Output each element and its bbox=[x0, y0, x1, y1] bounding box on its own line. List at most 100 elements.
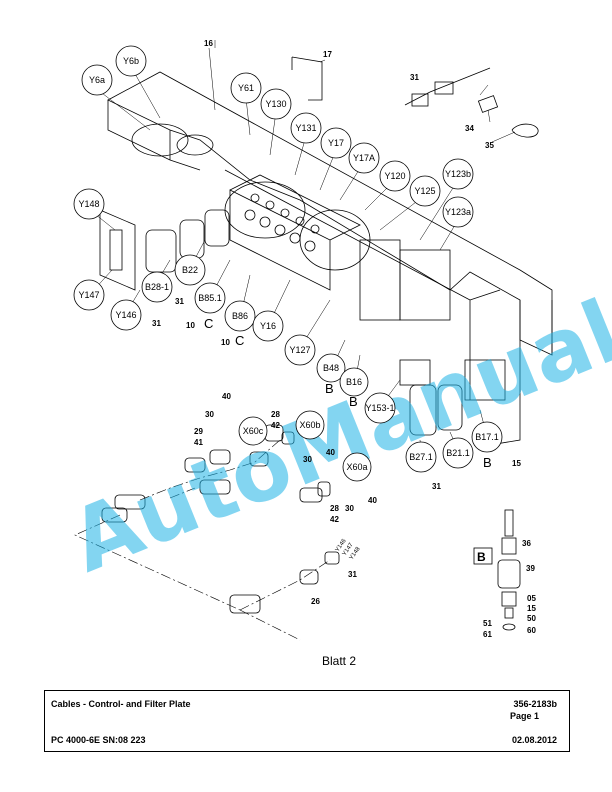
bubble-y123a: Y123a bbox=[442, 196, 474, 228]
frame-outline bbox=[107, 71, 553, 356]
svg-text:Y17: Y17 bbox=[328, 138, 344, 148]
svg-text:Y6b: Y6b bbox=[123, 56, 139, 66]
part-15: 15 bbox=[512, 459, 521, 468]
title-block: Cables - Control- and Filter Plate 356-2… bbox=[44, 690, 570, 752]
svg-text:Y61: Y61 bbox=[238, 83, 254, 93]
bubble-y147: Y147 bbox=[73, 279, 105, 311]
sheet-label: Blatt 2 bbox=[322, 654, 357, 668]
bubble-y17a: Y17A bbox=[348, 142, 380, 174]
part-60: 60 bbox=[527, 626, 536, 635]
part-40-a: 40 bbox=[222, 392, 231, 401]
bubble-b86: B86 bbox=[224, 300, 256, 332]
bubble-b28-1: B28-1 bbox=[141, 271, 173, 303]
bubble-b17-1: B17.1 bbox=[471, 421, 503, 453]
svg-text:B17.1: B17.1 bbox=[475, 432, 499, 442]
part-10-b86: 10 bbox=[221, 338, 230, 347]
bubble-y123b: Y123b bbox=[442, 158, 474, 190]
part-28-a: 28 bbox=[271, 410, 280, 419]
svg-text:Y123b: Y123b bbox=[445, 169, 471, 179]
bubble-y125: Y125 bbox=[409, 175, 441, 207]
svg-text:X60c: X60c bbox=[243, 426, 264, 436]
svg-text:Y125: Y125 bbox=[414, 186, 435, 196]
bubble-y148: Y148 bbox=[73, 188, 105, 220]
part-31-b22: 31 bbox=[175, 297, 184, 306]
svg-text:Y17A: Y17A bbox=[353, 153, 375, 163]
svg-text:B85.1: B85.1 bbox=[198, 293, 222, 303]
part-39: 39 bbox=[526, 564, 535, 573]
part-17: 17 bbox=[323, 50, 332, 59]
bubble-b27-1: B27.1 bbox=[405, 441, 437, 473]
svg-text:B16: B16 bbox=[346, 377, 362, 387]
detail-box-b bbox=[473, 547, 493, 565]
detail-letter-b-2: B bbox=[349, 394, 358, 409]
issue-date: 02.08.2012 bbox=[511, 735, 557, 745]
part-50: 50 bbox=[527, 614, 536, 623]
svg-text:Y153-1: Y153-1 bbox=[365, 403, 394, 413]
part-31-harness: 31 bbox=[348, 570, 357, 579]
part-31-filters: 31 bbox=[432, 482, 441, 491]
bubble-b22: B22 bbox=[174, 254, 206, 286]
bubble-y130: Y130 bbox=[260, 88, 292, 120]
detail-letter-c-1: C bbox=[204, 316, 213, 331]
bubble-y131: Y131 bbox=[290, 112, 322, 144]
filter-left-3 bbox=[204, 209, 230, 247]
svg-text:X60a: X60a bbox=[346, 462, 367, 472]
bubble-b21-1: B21.1 bbox=[442, 437, 474, 469]
part-16: 16 bbox=[204, 39, 213, 48]
page-number: Page 1 bbox=[509, 711, 539, 721]
bubble-x60a: X60a bbox=[342, 452, 372, 482]
part-29: 29 bbox=[194, 427, 203, 436]
bubble-b85-1: B85.1 bbox=[194, 282, 226, 314]
part-41: 41 bbox=[194, 438, 203, 447]
part-31-b28: 31 bbox=[152, 319, 161, 328]
svg-text:B48: B48 bbox=[323, 363, 339, 373]
machine-model: PC 4000-6E SN:08 223 bbox=[51, 735, 146, 745]
bubble-y120: Y120 bbox=[379, 160, 411, 192]
bubble-b48: B48 bbox=[316, 353, 346, 383]
svg-text:X60b: X60b bbox=[299, 420, 320, 430]
svg-text:Y127: Y127 bbox=[289, 345, 310, 355]
part-35: 35 bbox=[485, 141, 494, 150]
part-40-c: 40 bbox=[368, 496, 377, 505]
svg-text:B28-1: B28-1 bbox=[145, 282, 169, 292]
part-05: 05 bbox=[527, 594, 536, 603]
part-26: 26 bbox=[311, 597, 320, 606]
bubble-b16: B16 bbox=[339, 367, 369, 397]
bubble-y6a: Y6a bbox=[81, 64, 113, 96]
bubble-y61: Y61 bbox=[230, 72, 262, 104]
svg-text:Y123a: Y123a bbox=[445, 207, 471, 217]
svg-text:Y146: Y146 bbox=[115, 310, 136, 320]
valve-block bbox=[229, 189, 331, 291]
detail-letter-b-1: B bbox=[325, 381, 334, 396]
filter-right-2 bbox=[437, 384, 463, 431]
svg-text:Y147: Y147 bbox=[78, 290, 99, 300]
svg-text:Y131: Y131 bbox=[295, 123, 316, 133]
svg-text:Y6a: Y6a bbox=[89, 75, 105, 85]
bubble-y17: Y17 bbox=[320, 127, 352, 159]
detail-letter-b-3: B bbox=[483, 455, 492, 470]
bubble-y153-1: Y153-1 bbox=[364, 392, 396, 424]
part-30-a: 30 bbox=[205, 410, 214, 419]
svg-text:B86: B86 bbox=[232, 311, 248, 321]
drawing-title: Cables - Control- and Filter Plate bbox=[51, 699, 191, 709]
svg-text:Y16: Y16 bbox=[260, 321, 276, 331]
bubble-y146: Y146 bbox=[110, 299, 142, 331]
svg-text:B27.1: B27.1 bbox=[409, 452, 433, 462]
detail-letter-c-2: C bbox=[235, 333, 244, 348]
part-28-b: 28 bbox=[330, 504, 339, 513]
filter-left-1 bbox=[145, 229, 177, 273]
bubble-x60b: X60b bbox=[295, 410, 325, 440]
part-15-b: 15 bbox=[527, 604, 536, 613]
part-40-b: 40 bbox=[326, 448, 335, 457]
svg-text:B21.1: B21.1 bbox=[446, 448, 470, 458]
part-30-c: 30 bbox=[345, 504, 354, 513]
part-42-b: 42 bbox=[330, 515, 339, 524]
doc-number: 356-2183b bbox=[513, 699, 557, 709]
part-numbers: 16 17 31 34 35 31 31 10 10 15 31 40 30 2… bbox=[152, 39, 536, 639]
detail-box-b-label: B bbox=[477, 550, 486, 564]
part-31-connector: 31 bbox=[410, 73, 419, 82]
filter-left-2 bbox=[179, 219, 205, 259]
bubble-y127: Y127 bbox=[284, 334, 316, 366]
svg-text:Y120: Y120 bbox=[384, 171, 405, 181]
